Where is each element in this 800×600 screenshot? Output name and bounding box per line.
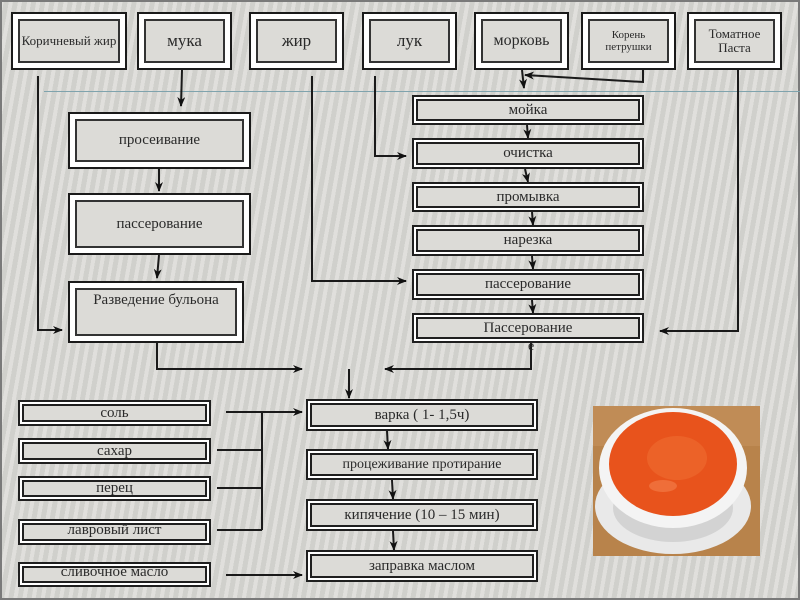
ingredient-label: лук <box>369 19 450 63</box>
divider-line <box>44 91 800 92</box>
step-label: промывка <box>416 186 640 208</box>
ingredient-parsley-root: Корень петрушки <box>581 12 676 70</box>
seasoning-label: перец <box>22 480 207 497</box>
step-label: заправка маслом <box>310 554 534 578</box>
ingredient-label: Коричневый жир <box>18 19 120 63</box>
arrow-washing-to-peeling <box>523 124 532 139</box>
ingredient-label: мука <box>144 19 225 63</box>
ingredient-flour: мука <box>137 12 232 70</box>
step-peeling: очистка <box>412 138 644 169</box>
seasoning-bay-leaf: лавровый лист <box>18 519 211 545</box>
seasoning-label: сливочное масло <box>22 564 207 583</box>
step-sauteing-flour: пассерование <box>68 193 251 255</box>
soup-photo <box>593 406 760 556</box>
step-label: очистка <box>416 142 640 165</box>
arrow-fat-to-vegsaute <box>311 76 407 285</box>
step-dressing: заправка маслом <box>306 550 538 582</box>
ingredient-carrot: морковь <box>474 12 569 70</box>
step-straining: процеживание протирание <box>306 449 538 480</box>
arrow-saute-to-broth <box>153 254 162 279</box>
seasoning-label: сахар <box>22 442 207 460</box>
overflow-text: е <box>528 339 535 354</box>
arrow-simmering-to-dressing <box>389 530 398 551</box>
step-rinsing: промывка <box>412 182 644 212</box>
arrow-brownfat-to-broth <box>37 76 63 334</box>
ingredient-brown-fat: Коричневый жир <box>11 12 127 70</box>
step-sauteing-tomato: Пассерование <box>412 313 644 343</box>
ingredient-label: морковь <box>481 19 562 63</box>
arrow-cutting-to-saute <box>528 255 537 270</box>
step-label: мойка <box>416 99 640 121</box>
step-washing: мойка <box>412 95 644 125</box>
arrow-rinsing-to-cutting <box>528 211 537 226</box>
seasoning-butter: сливочное масло <box>18 562 211 587</box>
ingredient-label: Томатное Паста <box>694 19 775 63</box>
step-label: кипячение (10 – 15 мин) <box>310 503 534 527</box>
arrow-tomato-to-saute <box>659 70 739 335</box>
step-label: Пассерование <box>416 317 640 339</box>
step-label: процеживание протирание <box>310 453 534 476</box>
step-label: пассерование <box>416 273 640 296</box>
step-sauteing-veg: пассерование <box>412 269 644 300</box>
ingredient-tomato-paste: Томатное Паста <box>687 12 782 70</box>
arrow-onion-to-peeling <box>374 76 407 160</box>
ingredient-label: Корень петрушки <box>588 19 669 63</box>
arrow-veg-to-merge <box>384 343 532 373</box>
arrow-peeling-to-rinsing <box>522 168 530 183</box>
arrow-boiling-to-straining <box>383 430 392 450</box>
step-label: пассерование <box>75 200 244 248</box>
arrow-carrot-to-washing <box>519 69 527 89</box>
step-sifting: просеивание <box>68 112 251 169</box>
soup-bowl-illustration <box>593 406 760 556</box>
step-label: Разведение бульона <box>75 288 237 336</box>
step-boiling: варка ( 1- 1,5ч) <box>306 399 538 431</box>
step-simmering: кипячение (10 – 15 мин) <box>306 499 538 531</box>
step-label: нарезка <box>416 229 640 252</box>
arrow-saute-to-saute2 <box>528 299 537 314</box>
step-label: варка ( 1- 1,5ч) <box>310 403 534 427</box>
step-cutting: нарезка <box>412 225 644 256</box>
seasoning-sugar: сахар <box>18 438 211 464</box>
arrow-broth-to-merge <box>156 343 303 373</box>
ingredient-onion: лук <box>362 12 457 70</box>
seasoning-label: соль <box>22 404 207 422</box>
ingredient-fat: жир <box>249 12 344 70</box>
arrow-parsley-to-washing <box>524 70 644 84</box>
arrow-straining-to-simmering <box>388 479 397 500</box>
seasoning-pepper: перец <box>18 476 211 501</box>
step-broth-dilution: Разведение бульона <box>68 281 244 343</box>
step-label: просеивание <box>75 119 244 162</box>
ingredient-label: жир <box>256 19 337 63</box>
seasoning-label: лавровый лист <box>22 522 207 541</box>
seasoning-salt: соль <box>18 400 211 426</box>
arrow-flour-to-sifting <box>177 69 186 107</box>
